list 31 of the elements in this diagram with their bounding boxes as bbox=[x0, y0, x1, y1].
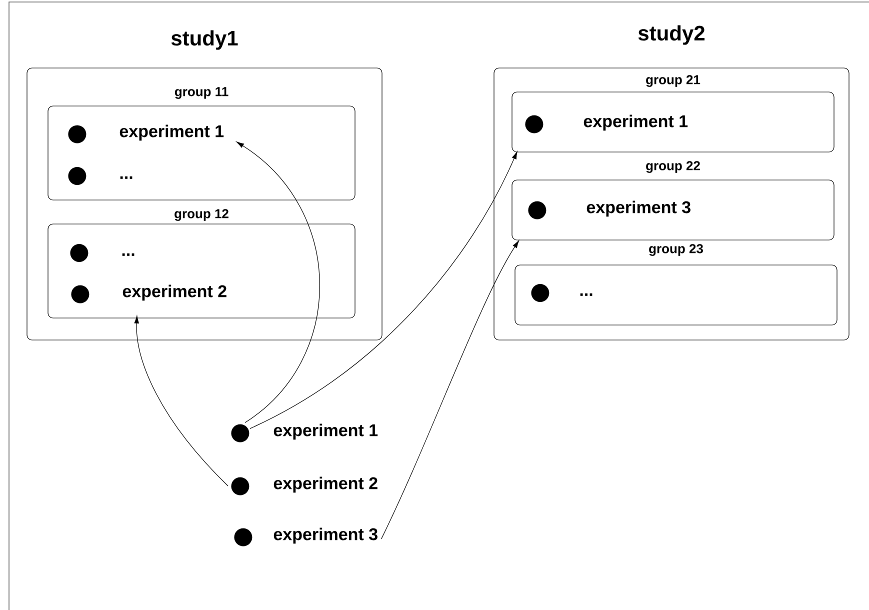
list-item: experiment 1 bbox=[231, 424, 378, 442]
list-item: ... bbox=[68, 167, 132, 185]
list-item: experiment 2 bbox=[231, 476, 378, 496]
node-label: group 12 bbox=[174, 209, 228, 221]
list-item: ... bbox=[70, 244, 134, 262]
node-label: group 23 bbox=[649, 244, 703, 256]
list-item: experiment 1 bbox=[68, 124, 224, 144]
list-item: experiment 1 bbox=[525, 114, 688, 134]
node-label: experiment 3 bbox=[274, 528, 378, 544]
node-label: group 22 bbox=[646, 161, 700, 173]
node-label: experiment 3 bbox=[586, 200, 690, 217]
node-label: ... bbox=[580, 293, 592, 296]
arrow bbox=[250, 152, 518, 429]
node-label: experiment 1 bbox=[584, 114, 688, 131]
node-label: experiment 1 bbox=[274, 424, 378, 440]
list-item: experiment 2 bbox=[71, 284, 226, 304]
node-label: group 11 bbox=[174, 87, 228, 99]
arrow bbox=[236, 142, 320, 423]
node-label: study2 bbox=[638, 25, 705, 45]
node-label: study1 bbox=[171, 30, 238, 50]
node-label: group 21 bbox=[646, 75, 700, 87]
node-label: experiment 2 bbox=[274, 476, 378, 493]
arrow bbox=[380, 240, 520, 540]
list-item: experiment 3 bbox=[528, 200, 690, 220]
node-label: experiment 1 bbox=[120, 124, 224, 141]
node-label: ... bbox=[122, 253, 134, 256]
list-item: ... bbox=[531, 284, 592, 302]
node-label: ... bbox=[120, 176, 132, 179]
node-label: experiment 2 bbox=[122, 284, 226, 301]
list-item: experiment 3 bbox=[234, 528, 378, 546]
arrow bbox=[134, 316, 228, 486]
